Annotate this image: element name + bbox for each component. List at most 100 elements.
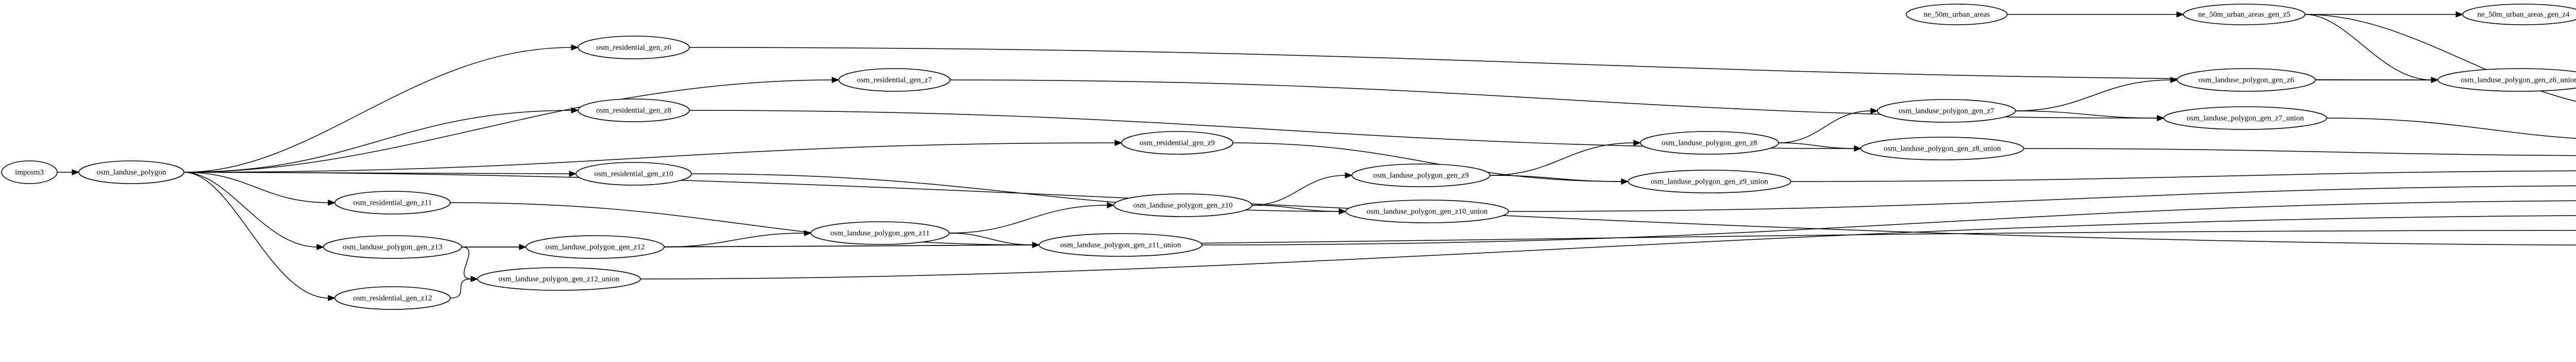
graph-node-osm-landuse-polygon-gen-z10-union[interactable]: osm_landuse_polygon_gen_z10_union [1345,200,1509,223]
edge-arrowhead [72,169,80,175]
graph-node-osm-residential-gen-z11[interactable]: osm_residential_gen_z11 [334,191,451,215]
graph-node-ne-50m-urban-areas-gen-z5[interactable]: ne_50m_urban_areas_gen_z5 [2183,4,2306,25]
node-ellipse [1,160,58,184]
graph-node-osm-landuse-polygon-gen-z7[interactable]: osm_landuse_polygon_gen_z7 [1877,99,2016,123]
node-label: ne_50m_urban_areas_gen_z5 [2198,10,2290,19]
graph-node-imposm3[interactable]: imposm3 [1,160,58,184]
edge-arrowhead [2455,11,2464,18]
graph-edge [1790,170,2576,182]
graph-node-osm-landuse-polygon-gen-z8[interactable]: osm_landuse_polygon_gen_z8 [1640,131,1779,155]
graph-edge [664,244,1033,248]
graph-node-osm-residential-gen-z9[interactable]: osm_residential_gen_z9 [1121,131,1233,155]
edge-arrowhead [1114,140,1123,146]
graph-node-osm-landuse-polygon-gen-z10[interactable]: osm_landuse_polygon_gen_z10 [1113,193,1252,217]
node-ellipse [2163,106,2327,130]
edge-arrowhead [1107,202,1115,208]
node-ellipse [1628,170,1791,193]
edge-arrowhead [316,244,325,250]
node-label: osm_landuse_polygon_gen_z9_union [1651,177,1768,186]
node-label: osm_landuse_polygon_gen_z7 [1899,107,1994,115]
edge-arrowhead [1870,108,1878,114]
graph-node-osm-landuse-polygon-gen-z9-union[interactable]: osm_landuse_polygon_gen_z9_union [1628,170,1791,193]
edge-arrowhead [2176,11,2184,18]
node-ellipse [526,235,665,259]
graph-edge [1778,142,1855,149]
node-layer: imposm3 osm_landuse_polygon osm_residentia… [1,4,2576,310]
graph-edge [461,246,472,279]
graph-node-osm-landuse-polygon-gen-z13[interactable]: osm_landuse_polygon_gen_z13 [323,235,462,259]
node-ellipse [477,267,641,291]
graph-node-osm-residential-gen-z8[interactable]: osm_residential_gen_z8 [578,98,690,122]
graph-edge [183,172,318,248]
node-label: osm_residential_gen_z8 [596,106,671,114]
node-ellipse [1351,163,1490,187]
node-ellipse [810,221,950,245]
node-label: osm_landuse_polygon_gen_z7_union [2187,114,2304,122]
graph-edge [2023,148,2576,156]
graph-edge [1201,200,2576,245]
graph-edge [948,233,1033,245]
graph-node-osm-residential-gen-z10[interactable]: osm_residential_gen_z10 [575,162,692,186]
graph-node-ne-50m-urban-areas-gen-z4[interactable]: ne_50m_urban_areas_gen_z4 [2462,4,2576,25]
node-label: osm_landuse_polygon_gen_z13 [343,243,442,251]
node-ellipse [1877,99,2016,123]
graph-edge [1251,175,1346,206]
node-label: osm_landuse_polygon [97,168,166,176]
edge-arrowhead [569,171,577,177]
graph-node-osm-landuse-polygon-gen-z6-union[interactable]: osm_landuse_polygon_gen_z6_union [2437,68,2576,92]
graph-node-osm-residential-gen-z6[interactable]: osm_residential_gen_z6 [578,36,690,59]
graph-node-osm-landuse-polygon-gen-z9[interactable]: osm_landuse_polygon_gen_z9 [1351,163,1490,187]
node-ellipse [2177,68,2316,92]
graph-node-osm-landuse-polygon-gen-z12-union[interactable]: osm_landuse_polygon_gen_z12_union [477,267,641,291]
edge-layer [57,11,2576,301]
graph-edge [1232,142,1622,182]
graph-node-osm-landuse-polygon-gen-z11[interactable]: osm_landuse_polygon_gen_z11 [810,221,950,245]
node-label: ne_50m_urban_areas [1924,10,1990,19]
node-label: osm_landuse_polygon_gen_z10 [1133,201,1232,209]
node-ellipse [1640,131,1779,155]
graph-edge [2015,79,2172,111]
node-label: osm_residential_gen_z12 [353,294,432,302]
node-ellipse [1121,131,1233,155]
node-label: osm_landuse_polygon_gen_z9 [1373,171,1469,179]
graph-edge [450,278,472,299]
graph-node-osm-landuse-polygon-gen-z6[interactable]: osm_landuse_polygon_gen_z6 [2177,68,2316,92]
graph-node-osm-landuse-polygon-gen-z11-union[interactable]: osm_landuse_polygon_gen_z11_union [1039,233,1202,257]
edge-arrowhead [328,200,336,206]
graph-edge [183,110,572,173]
node-label: ne_50m_urban_areas_gen_z4 [2477,10,2570,19]
node-label: osm_landuse_polygon_gen_z12 [545,243,645,251]
graph-node-osm-landuse-polygon-gen-z12[interactable]: osm_landuse_polygon_gen_z12 [526,235,665,259]
edge-arrowhead [1854,145,1862,152]
edge-arrowhead [571,44,579,51]
graph-node-osm-landuse-polygon[interactable]: osm_landuse_polygon [78,160,184,184]
graph-node-osm-residential-gen-z7[interactable]: osm_residential_gen_z7 [838,68,951,92]
edge-arrowhead [1032,242,1040,248]
graph-node-osm-landuse-polygon-gen-z7-union[interactable]: osm_landuse_polygon_gen_z7_union [2163,106,2327,130]
graph-edge [183,172,329,203]
node-ellipse [334,286,451,310]
node-label: osm_landuse_polygon_gen_z10_union [1367,207,1488,216]
edge-arrowhead [2157,115,2165,121]
node-label: osm_landuse_polygon_gen_z8 [1662,139,1757,147]
graph-node-ne-50m-urban-areas[interactable]: ne_50m_urban_areas [1906,4,2008,25]
graph-edge [183,47,572,173]
graph-edge [183,142,1116,173]
node-label: imposm3 [15,168,44,176]
graph-edge [1508,185,2576,212]
graph-node-osm-landuse-polygon-gen-z8-union[interactable]: osm_landuse_polygon_gen_z8_union [1860,137,2024,160]
edge-arrowhead [470,276,479,282]
node-ellipse [2437,68,2576,92]
node-ellipse [575,162,692,186]
graph-edge [1489,175,1622,182]
node-ellipse [2462,4,2576,25]
node-ellipse [2183,4,2306,25]
graph-node-osm-residential-gen-z12[interactable]: osm_residential_gen_z12 [334,286,451,310]
graph-edge [689,110,1855,149]
graph-edge [183,172,329,299]
node-ellipse [1860,137,2024,160]
edge-arrowhead [1621,178,1629,185]
node-label: osm_residential_gen_z9 [1140,139,1215,147]
graph-edge [1489,142,1635,176]
